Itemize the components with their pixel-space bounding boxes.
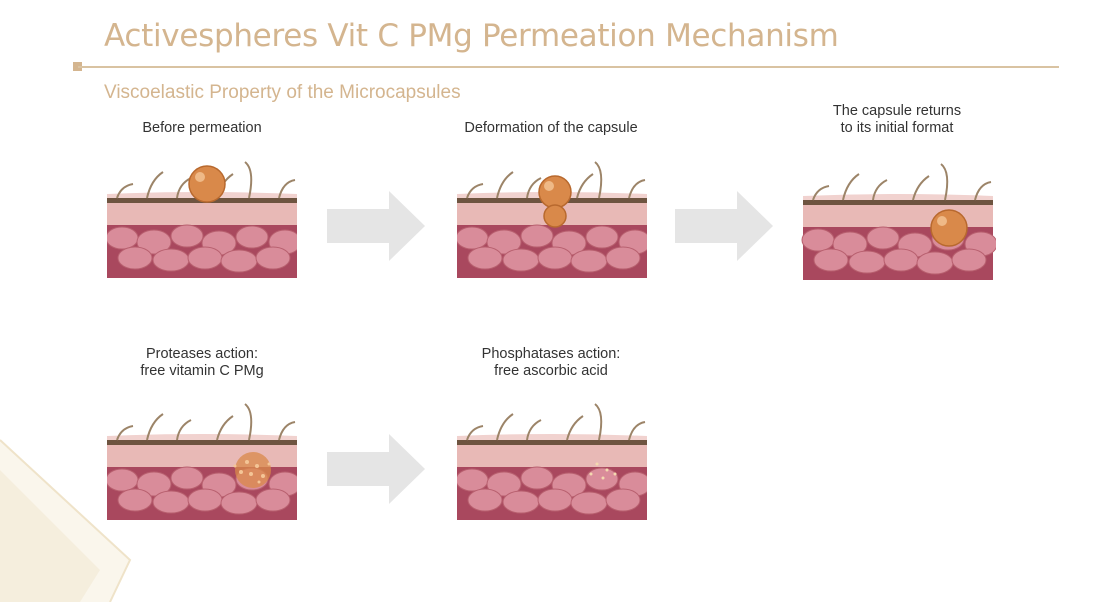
- step-3-skin-illustration: [801, 163, 996, 280]
- title-rule: [78, 66, 1059, 68]
- page-title: Activespheres Vit C PMg Permeation Mecha…: [104, 18, 839, 54]
- deforming-capsule: [538, 175, 572, 228]
- capsule: [930, 209, 968, 247]
- skin-layers: [457, 192, 647, 278]
- skin-layers: [107, 434, 297, 520]
- skin-layers: [107, 192, 297, 278]
- skin-layers: [801, 194, 996, 280]
- step-4-caption-line-1: Proteases action:: [145, 346, 259, 362]
- step-5-skin-illustration: [457, 403, 647, 520]
- step-3-caption: The capsule returns to its initial forma…: [777, 103, 1017, 137]
- step-5-caption-line-2: free ascorbic acid: [494, 363, 608, 379]
- dissolving-capsule: [233, 452, 271, 488]
- hair-strands: [116, 403, 296, 441]
- page-subtitle: Viscoelastic Property of the Microcapsul…: [104, 82, 461, 103]
- step-2-caption: Deformation of the capsule: [431, 120, 671, 137]
- step-2-caption-line-1: Deformation of the capsule: [464, 120, 638, 136]
- arrow-right-icon: [675, 191, 773, 261]
- step-3-caption-line-1: The capsule returns: [832, 103, 962, 119]
- title-rule-marker: [73, 62, 82, 71]
- hair-strands: [466, 161, 646, 199]
- hair-strands: [466, 403, 646, 441]
- released-particles: [589, 462, 617, 480]
- step-4-caption: Proteases action: free vitamin C PMg: [82, 346, 322, 380]
- hair-strands: [812, 163, 992, 201]
- step-5-caption-line-1: Phosphatases action:: [481, 346, 621, 362]
- capsule: [188, 165, 226, 203]
- step-5-caption: Phosphatases action: free ascorbic acid: [431, 346, 671, 380]
- step-1-caption: Before permeation: [82, 120, 322, 137]
- step-3-caption-line-2: to its initial format: [840, 120, 954, 136]
- skin-layers: [457, 434, 647, 520]
- arrow-right-icon: [327, 191, 425, 261]
- step-2-skin-illustration: [457, 161, 647, 278]
- step-1-caption-line-1: Before permeation: [142, 120, 262, 136]
- hair-strands: [116, 161, 296, 199]
- arrow-right-icon: [327, 434, 425, 504]
- step-1-skin-illustration: [107, 161, 297, 278]
- step-4-skin-illustration: [107, 403, 297, 520]
- step-4-caption-line-2: free vitamin C PMg: [140, 363, 264, 379]
